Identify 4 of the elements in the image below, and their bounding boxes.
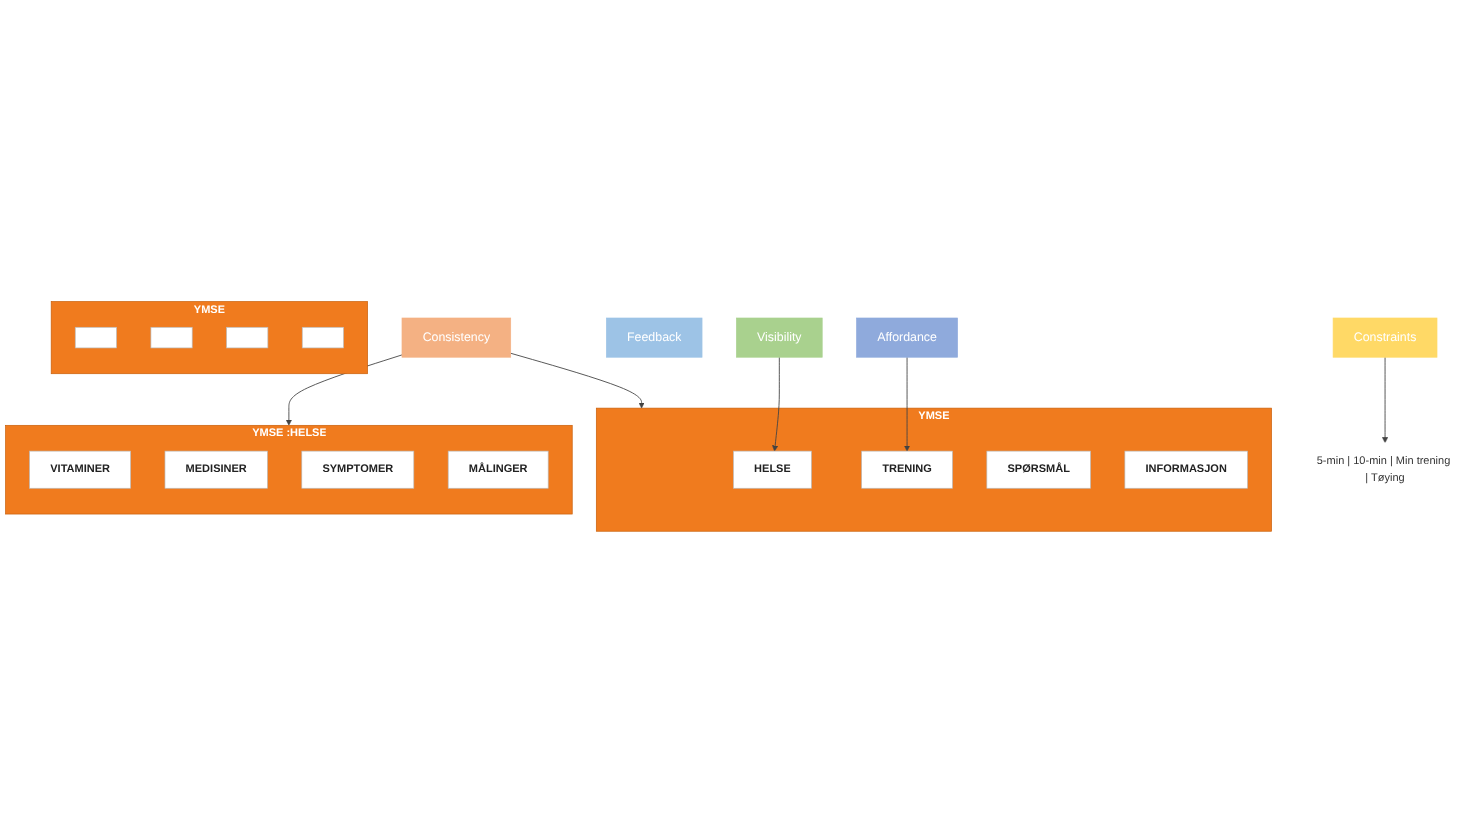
node-box [74, 327, 117, 349]
node-box [226, 327, 269, 349]
node-box [150, 327, 193, 349]
node-box [301, 327, 344, 349]
